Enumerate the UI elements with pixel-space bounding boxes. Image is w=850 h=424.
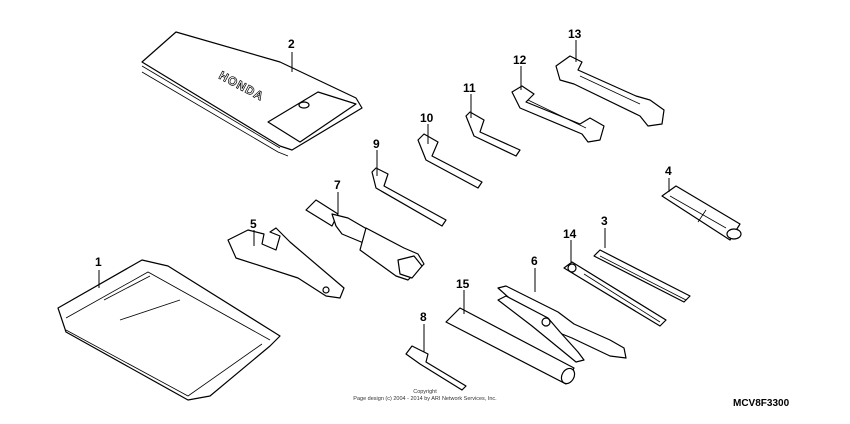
callout-4[interactable]: 4 bbox=[665, 164, 672, 178]
part-11-hex-key[interactable] bbox=[465, 111, 521, 157]
callout-12[interactable]: 12 bbox=[513, 53, 527, 67]
callout-15[interactable]: 15 bbox=[456, 277, 470, 291]
part-7-box-wrench[interactable] bbox=[305, 199, 425, 281]
callout-7[interactable]: 7 bbox=[334, 178, 341, 192]
part-6-pliers[interactable] bbox=[497, 285, 627, 363]
part-12-open-end-wrench[interactable] bbox=[511, 85, 605, 143]
part-15-grip-sleeve[interactable] bbox=[445, 307, 577, 386]
part-10-hex-key[interactable] bbox=[417, 133, 483, 189]
diagram-code: MCV8F3300 bbox=[733, 398, 790, 409]
part-1-tool-bag[interactable] bbox=[57, 259, 281, 401]
callout-13[interactable]: 13 bbox=[568, 27, 582, 41]
copyright-line-2: Page design (c) 2004 - 2014 by ARI Netwo… bbox=[353, 396, 497, 402]
callout-2[interactable]: 2 bbox=[288, 37, 295, 51]
callout-1[interactable]: 1 bbox=[95, 255, 102, 269]
part-9-hex-key[interactable] bbox=[371, 167, 447, 227]
callout-9[interactable]: 9 bbox=[373, 137, 380, 151]
part-8-hex-key[interactable] bbox=[405, 345, 467, 391]
part-4-screwdriver-handle[interactable] bbox=[661, 185, 742, 241]
part-13-open-end-wrench[interactable] bbox=[555, 55, 665, 127]
callout-6[interactable]: 6 bbox=[531, 254, 538, 268]
callout-14[interactable]: 14 bbox=[563, 227, 577, 241]
callout-8[interactable]: 8 bbox=[420, 310, 427, 324]
copyright-line-1: Copyright bbox=[413, 389, 437, 395]
part-2-tool-pouch[interactable]: HONDA bbox=[141, 31, 363, 157]
part-5-pin-spanner[interactable] bbox=[227, 227, 345, 299]
leader-lines bbox=[98, 40, 670, 352]
callout-11[interactable]: 11 bbox=[463, 81, 476, 95]
callout-3[interactable]: 3 bbox=[601, 214, 608, 228]
callout-5[interactable]: 5 bbox=[250, 217, 257, 231]
callout-10[interactable]: 10 bbox=[420, 111, 434, 125]
part-3-screwdriver-bit[interactable] bbox=[593, 249, 691, 303]
part-14-screwdriver-bit[interactable] bbox=[563, 261, 667, 327]
